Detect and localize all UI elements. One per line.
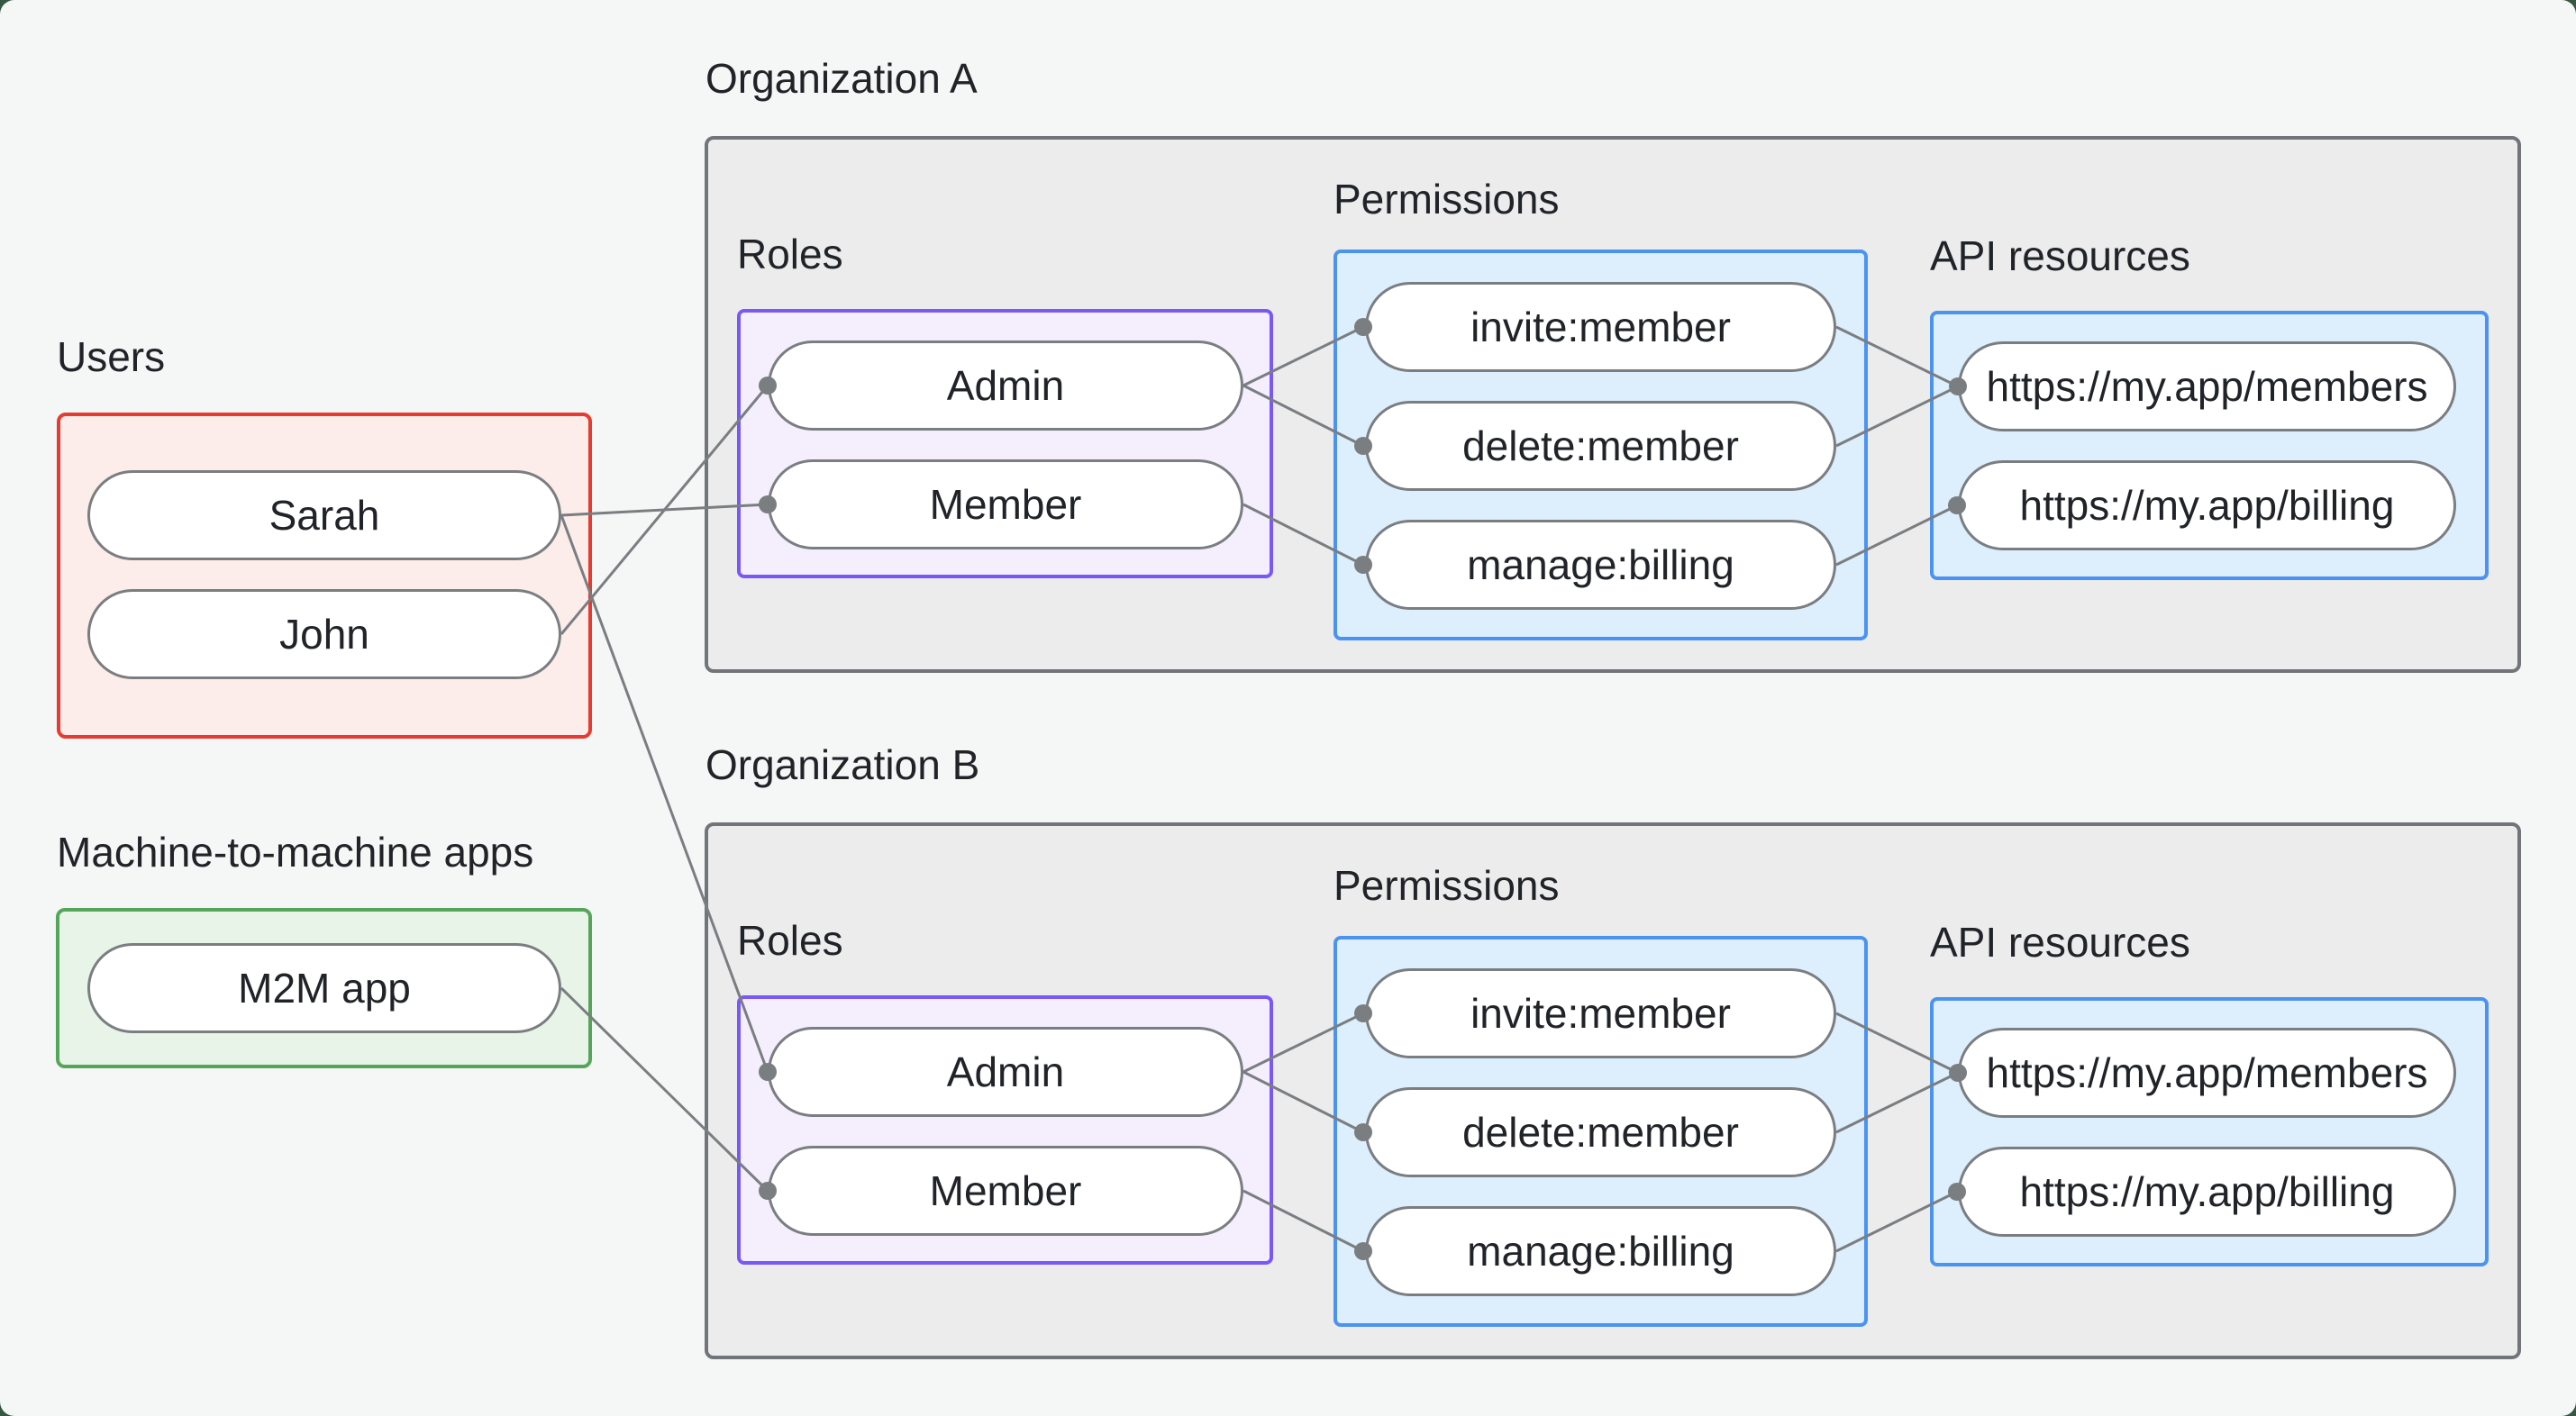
org-b-api-members: https://my.app/members xyxy=(1958,1028,2456,1118)
org-a-role-admin: Admin xyxy=(768,340,1243,431)
org-a-api-billing: https://my.app/billing xyxy=(1958,460,2456,550)
users-group-box xyxy=(57,413,592,739)
org-b-roles-label: Roles xyxy=(737,917,843,964)
org-b-api-billing: https://my.app/billing xyxy=(1958,1147,2456,1237)
users-group-label: Users xyxy=(57,333,166,380)
org-a-permission-invite-member: invite:member xyxy=(1365,282,1836,372)
org-b-permission-delete-member: delete:member xyxy=(1365,1087,1836,1177)
m2m-group-label: Machine-to-machine apps xyxy=(57,829,534,876)
org-a-api-label: API resources xyxy=(1930,232,2190,279)
org-b-api-label: API resources xyxy=(1930,919,2190,966)
m2m-app-pill: M2M app xyxy=(87,943,561,1033)
org-a-roles-label: Roles xyxy=(737,231,843,277)
org-b-permission-manage-billing: manage:billing xyxy=(1365,1206,1836,1296)
org-b-role-member: Member xyxy=(768,1146,1243,1236)
org-b-role-admin: Admin xyxy=(768,1027,1243,1117)
org-a-title: Organization A xyxy=(705,55,978,102)
user-pill-john: John xyxy=(87,589,561,679)
org-a-permissions-label: Permissions xyxy=(1334,176,1560,222)
org-a-permission-delete-member: delete:member xyxy=(1365,401,1836,491)
org-a-api-members: https://my.app/members xyxy=(1958,341,2456,431)
org-b-permission-invite-member: invite:member xyxy=(1365,968,1836,1058)
org-a-permission-manage-billing: manage:billing xyxy=(1365,520,1836,610)
user-pill-sarah: Sarah xyxy=(87,470,561,560)
org-b-title: Organization B xyxy=(705,741,980,788)
org-b-permissions-label: Permissions xyxy=(1334,862,1560,909)
org-a-role-member: Member xyxy=(768,459,1243,549)
